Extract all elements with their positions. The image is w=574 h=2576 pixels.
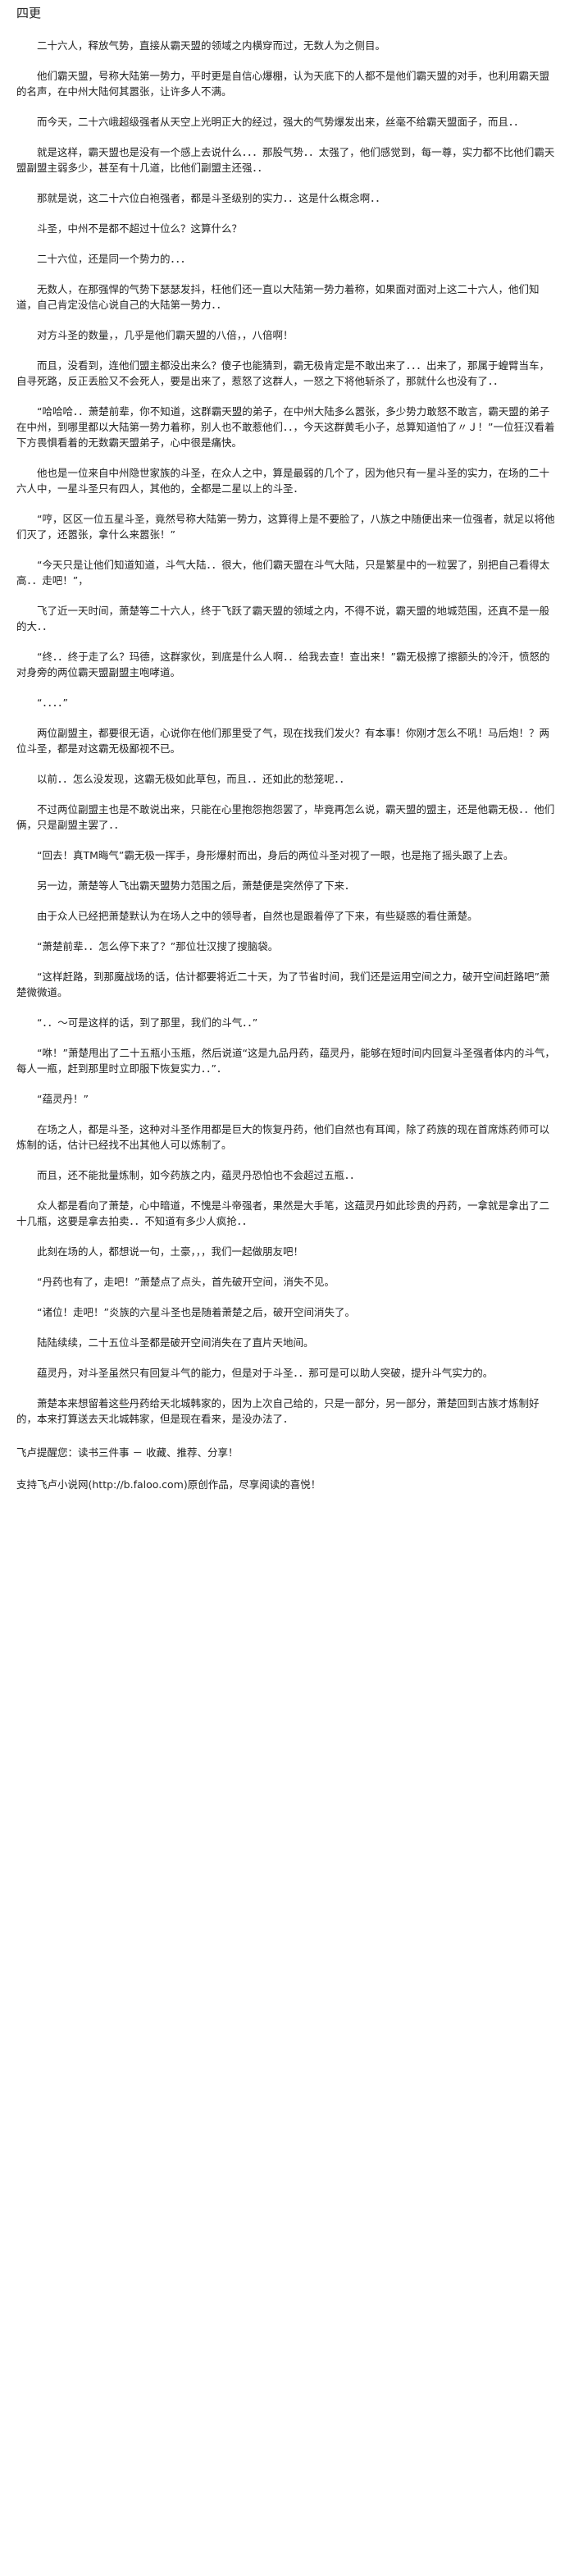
chapter-paragraph: 由于众人已经把萧楚默认为在场人之中的领导者，自然也是跟着停了下来，有些疑惑的看住… bbox=[37, 910, 478, 922]
chapter-paragraph: 飞了近一天时间，萧楚等二十六人，终于飞跃了霸天盟的领域之内，不得不说，霸天盟的地… bbox=[16, 605, 550, 633]
chapter-paragraph: 二十六位，还是同一个势力的．．． bbox=[37, 253, 191, 265]
site-support-note: 支持飞卢小说网(http://b.faloo.com)原创作品，尽享阅读的喜悦！ bbox=[16, 1478, 321, 1491]
reader-reminder: 飞卢提醒您：读书三件事 － 收藏、推荐、分享！ bbox=[16, 1446, 239, 1459]
chapter-paragraph: “．．．．” bbox=[37, 697, 68, 709]
chapter-paragraph: 而今天，二十六峨超级强者从天空上光明正大的经过，强大的气势爆发出来，丝毫不给霸天… bbox=[37, 116, 524, 128]
chapter-paragraph: 而且，还不能批量炼制，如今药族之内，蕴灵丹恐怕也不会超过五瓶．． bbox=[37, 1169, 360, 1181]
chapter-body: 二十六人，释放气势，直接从霸天盟的领域之内横穿而过，无数人为之侧目。他们霸天盟，… bbox=[16, 38, 558, 1427]
chapter-paragraph: 萧楚本来想留着这些丹药给天北城韩家的，因为上次自己给的，只是一部分，另一部分，萧… bbox=[16, 1397, 540, 1425]
chapter-paragraph: 对方斗圣的数量，，几乎是他们霸天盟的八倍，，八倍啊！ bbox=[37, 329, 294, 341]
chapter-paragraph: 而且，没看到，连他们盟主都没出来么？傻子也能猜到，霸无极肯定是不敢出来了．．．出… bbox=[16, 359, 550, 387]
chapter-paragraph: 他也是一位来自中州隐世家族的斗圣，在众人之中，算是最弱的几个了，因为他只有一星斗… bbox=[16, 467, 550, 495]
chapter-paragraph: “咻！”萧楚甩出了二十五瓶小玉瓶，然后说道“这是九品丹药，蕴灵丹，能够在短时间内… bbox=[16, 1047, 555, 1075]
chapter-paragraph: “丹药也有了，走吧！”萧楚点了点头，首先破开空间，消失不见。 bbox=[37, 1276, 335, 1288]
chapter-paragraph: 众人都是看向了萧楚，心中暗道，不愧是斗帝强者，果然是大手笔，这蕴灵丹如此珍贵的丹… bbox=[16, 1199, 550, 1227]
chapter-paragraph: “终．．终于走了么？玛德，这群家伙，到底是什么人啊．．给我去查！查出来！”霸无极… bbox=[16, 651, 550, 678]
chapter-paragraph: 在场之人，都是斗圣，这种对斗圣作用都是巨大的恢复丹药，他们自然也有耳闻，除了药族… bbox=[16, 1123, 550, 1151]
chapter-paragraph: 以前．．怎么没发现，这霸无极如此草包，而且．．还如此的愁笼呢．． bbox=[37, 773, 350, 785]
chapter-paragraph: 他们霸天盟，号称大陆第一势力，平时更是自信心爆棚，认为天底下的人都不是他们霸天盟… bbox=[16, 70, 550, 98]
chapter-paragraph: 就是这样，霸天盟也是没有一个感上去说什么．．．那股气势．．太强了，他们感觉到，每… bbox=[16, 146, 555, 174]
chapter-paragraph: 蕴灵丹，对斗圣虽然只有回复斗气的能力，但是对于斗圣．．那可是可以助人突破，提升斗… bbox=[37, 1367, 494, 1379]
chapter-paragraph: 二十六人，释放气势，直接从霸天盟的领域之内横穿而过，无数人为之侧目。 bbox=[37, 39, 386, 52]
chapter-paragraph: “回去！真TM晦气”霸无极一挥手，身形爆射而出，身后的两位斗圣对视了一眼，也是拖… bbox=[37, 849, 514, 861]
chapter-paragraph: “今天只是让他们知道知道，斗气大陆．．很大，他们霸天盟在斗气大陆，只是繁星中的一… bbox=[16, 559, 550, 587]
chapter-paragraph: “诸位！走吧！”炎族的六星斗圣也是随着萧楚之后，破开空间消失了。 bbox=[37, 1306, 355, 1318]
chapter-title: 四更 bbox=[16, 6, 42, 21]
chapter-paragraph: “．．～可是这样的话，到了那里，我们的斗气．．” bbox=[37, 1016, 258, 1029]
chapter-paragraph: “哼，区区一位五星斗圣，竟然号称大陆第一势力，这算得上是不要脸了，八族之中随便出… bbox=[16, 513, 555, 541]
chapter-paragraph: 那就是说，这二十六位白袍强者，都是斗圣级别的实力．．这是什么概念啊．． bbox=[37, 192, 386, 204]
chapter-paragraph: 斗圣，中州不是都不超过十位么？这算什么？ bbox=[37, 222, 243, 235]
chapter-paragraph: “哈哈哈．．萧楚前辈，你不知道，这群霸天盟的弟子，在中州大陆多么嚣张，多少势力敢… bbox=[16, 405, 555, 449]
chapter-paragraph: “蕴灵丹！” bbox=[37, 1093, 89, 1105]
chapter-paragraph: “这样赶路，到那魔战场的话，估计都要将近二十天，为了节省时间，我们还是运用空间之… bbox=[16, 971, 550, 998]
chapter-paragraph: 陆陆续续，二十五位斗圣都是破开空间消失在了直片天地间。 bbox=[37, 1336, 314, 1349]
chapter-paragraph: 无数人，在那强悍的气势下瑟瑟发抖，枉他们还一直以大陆第一势力着称，如果面对面对上… bbox=[16, 283, 540, 311]
chapter-paragraph: 此刻在场的人，都想说一句，土豪，，，我们一起做朋友吧！ bbox=[37, 1245, 304, 1258]
chapter-paragraph: 另一边，萧楚等人飞出霸天盟势力范围之后，萧楚便是突然停了下来． bbox=[37, 879, 355, 892]
chapter-paragraph: 不过两位副盟主也是不敢说出来，只能在心里抱怨抱怨罢了，毕竟再怎么说，霸天盟的盟主… bbox=[16, 803, 555, 831]
chapter-paragraph: “萧楚前辈．．怎么停下来了？”那位壮汉搜了搜脑袋。 bbox=[37, 940, 279, 952]
chapter-paragraph: 两位副盟主，都要很无语，心说你在他们那里受了气，现在找我们发火？有本事！你刚才怎… bbox=[16, 727, 550, 755]
